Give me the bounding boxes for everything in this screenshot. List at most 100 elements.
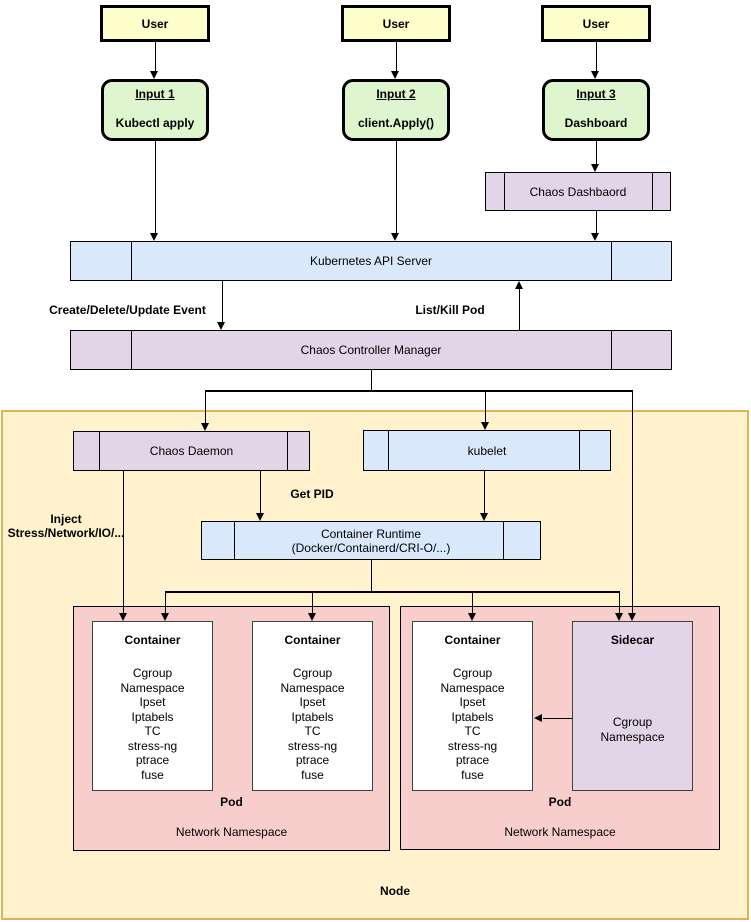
controller-manager-box: Chaos Controller Manager xyxy=(70,330,672,370)
container-item: Ipset xyxy=(139,695,166,709)
inject-label-line1: Inject xyxy=(50,512,82,526)
arrow-runtime-container2-line xyxy=(311,591,313,613)
arrow-runtime-container3-head xyxy=(467,613,476,621)
container-runtime-line1: Container Runtime xyxy=(320,526,422,541)
container-item: Cgroup xyxy=(132,666,173,680)
arrow-daemon-container1-line xyxy=(122,471,124,613)
chaos-dashboard-label: Chaos Dashbaord xyxy=(529,184,627,199)
input-subtitle: Kubectl apply xyxy=(115,115,195,130)
sidecar-box: Sidecar Cgroup Namespace xyxy=(572,621,693,791)
container-item: fuse xyxy=(301,767,324,782)
arrow-runtime-sidecar-line xyxy=(618,591,620,613)
container-item: fuse xyxy=(141,767,164,782)
container-item: stress-ng xyxy=(447,738,498,753)
list-kill-pod-label: List/Kill Pod xyxy=(415,303,485,317)
arrow-dashboard-api-line xyxy=(595,211,597,233)
container-runtime-box: Container Runtime (Docker/Containerd/CRI… xyxy=(201,521,541,560)
arrow-input1-api-head xyxy=(150,233,158,241)
network-namespace-label-right: Network Namespace xyxy=(504,825,616,839)
arrow-runtime-container3-line xyxy=(471,591,473,613)
node-label: Node xyxy=(380,884,410,898)
arrow-ccm-kubelet-head xyxy=(480,422,489,430)
user-box-3: User xyxy=(541,5,651,42)
inject-label-line2: Stress/Network/IO/... xyxy=(7,526,125,540)
arrow-ccm-api-line xyxy=(518,289,520,330)
arrow-user3-input3-head xyxy=(591,71,599,79)
kubelet-box: kubelet xyxy=(363,430,611,471)
arrow-input3-dashboard-head xyxy=(591,164,599,172)
ccm-fanout-stub xyxy=(370,370,372,391)
user-box-2: User xyxy=(341,5,451,42)
arrow-runtime-container2-head xyxy=(307,613,316,621)
container-item: Namespace xyxy=(440,680,505,695)
runtime-fanout-stub xyxy=(370,559,372,592)
container-item: stress-ng xyxy=(287,738,338,753)
divider xyxy=(503,522,504,559)
divider xyxy=(504,173,505,210)
container-item: TC xyxy=(464,724,481,738)
arrow-daemon-runtime-head xyxy=(255,513,264,521)
sidecar-feature-list: Cgroup Namespace xyxy=(573,715,692,744)
container-item: ptrace xyxy=(135,753,170,767)
container-item: stress-ng xyxy=(127,738,178,753)
arrow-api-ccm-line xyxy=(221,281,223,322)
container-feature-list: Cgroup Namespace Ipset Iptabels TC stres… xyxy=(93,666,212,782)
arrow-daemon-runtime-line xyxy=(259,471,261,513)
container-runtime-line2: (Docker/Containerd/CRI-O/...) xyxy=(291,540,451,555)
container-item: Iptabels xyxy=(291,709,334,724)
container-title: Container xyxy=(284,633,341,647)
container-item: Cgroup xyxy=(292,666,333,680)
arrow-api-ccm-head xyxy=(217,322,225,330)
arrow-daemon-container1-head xyxy=(118,613,127,621)
network-namespace-label-left: Network Namespace xyxy=(175,825,288,839)
arrow-ccm-sidecar-head xyxy=(627,613,636,621)
kubelet-label: kubelet xyxy=(467,443,507,458)
container-item: TC xyxy=(144,724,161,738)
sidecar-item: Namespace xyxy=(600,729,665,744)
get-pid-label: Get PID xyxy=(290,487,334,501)
pod-label-left: Pod xyxy=(220,795,243,809)
input-box-2: Input 2 client.Apply() xyxy=(342,79,450,141)
arrow-input1-api-line xyxy=(154,141,156,233)
arrow-input2-api-line xyxy=(395,141,397,233)
input-box-1: Input 1 Kubectl apply xyxy=(101,79,209,141)
container-box-2: Container Cgroup Namespace Ipset Iptabel… xyxy=(252,621,373,791)
arrow-dashboard-api-head xyxy=(591,233,599,241)
arrow-ccm-sidecar-line xyxy=(631,390,633,613)
container-box-3: Container Cgroup Namespace Ipset Iptabel… xyxy=(412,621,533,791)
chaos-daemon-label: Chaos Daemon xyxy=(149,444,234,458)
arrow-user1-input1-line xyxy=(154,41,156,72)
container-item: Ipset xyxy=(299,695,326,709)
arrow-input2-api-head xyxy=(391,233,399,241)
arrow-runtime-container1-line xyxy=(164,591,166,613)
arrow-user1-input1-head xyxy=(150,71,158,79)
divider xyxy=(611,242,612,280)
inject-label: Inject Stress/Network/IO/... xyxy=(4,512,128,540)
sidecar-item: Cgroup xyxy=(612,715,653,729)
arrow-user2-input2-line xyxy=(395,41,397,72)
arrow-runtime-sidecar-head xyxy=(614,613,623,621)
container-box-1: Container Cgroup Namespace Ipset Iptabel… xyxy=(92,621,213,791)
arrow-input3-dashboard-line xyxy=(595,141,597,164)
pod-label-right: Pod xyxy=(548,795,572,809)
container-item: Iptabels xyxy=(131,709,174,724)
divider xyxy=(131,331,132,369)
divider xyxy=(234,522,235,559)
user-label: User xyxy=(141,16,169,31)
divider xyxy=(611,331,612,369)
user-label: User xyxy=(382,16,410,31)
arrow-ccm-daemon-line xyxy=(204,390,206,423)
user-box-1: User xyxy=(100,5,210,42)
api-server-label: Kubernetes API Server xyxy=(309,254,433,268)
divider xyxy=(131,242,132,280)
input-subtitle: client.Apply() xyxy=(357,115,434,130)
arrow-sidecar-container3-line xyxy=(543,717,572,719)
container-feature-list: Cgroup Namespace Ipset Iptabels TC stres… xyxy=(253,666,372,782)
container-item: Ipset xyxy=(459,695,486,709)
chaos-daemon-box: Chaos Daemon xyxy=(73,431,310,471)
container-title: Container xyxy=(124,633,181,647)
input-title: Input 1 xyxy=(104,82,206,107)
divider xyxy=(652,173,653,210)
arrow-ccm-daemon-head xyxy=(200,423,209,431)
